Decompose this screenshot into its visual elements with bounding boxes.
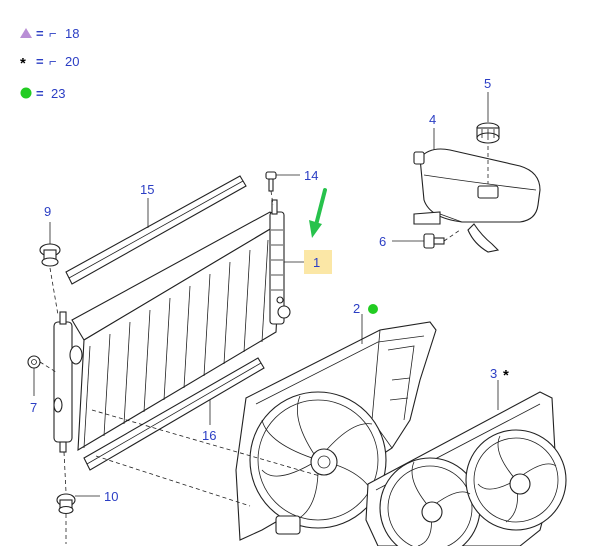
alignment-line (95, 455, 251, 507)
legend: = ⌐ 18 * = ⌐ 20 = 23 (20, 26, 79, 101)
callout-7: 7 (30, 400, 37, 415)
bolt-14 (265, 171, 300, 206)
bolt-6 (392, 229, 461, 249)
callout-6: 6 (379, 234, 386, 249)
insulator-9 (39, 222, 61, 316)
lower-seal-strip (83, 357, 265, 471)
twin-fan-shroud (365, 380, 567, 546)
bolt-7 (27, 355, 57, 396)
triangle-icon (20, 28, 32, 38)
legend-equals-3: = (36, 86, 44, 101)
fan-shroud (235, 314, 437, 541)
torque-icon: ⌐ (49, 54, 57, 69)
expansion-tank (413, 128, 541, 253)
callout-3: 3 (490, 366, 497, 381)
callout-1-highlight (304, 250, 332, 274)
radiator (53, 199, 304, 453)
legend-equals-2: = (36, 54, 44, 69)
green-arrow-icon (309, 188, 327, 238)
callout-15: 15 (140, 182, 154, 197)
legend-value-3: 23 (51, 86, 65, 101)
callout-14: 14 (304, 168, 318, 183)
legend-equals-1: = (36, 26, 44, 41)
asterisk-icon: * (20, 55, 26, 72)
dot-icon (20, 87, 32, 99)
callout-4: 4 (429, 112, 436, 127)
callout-16: 16 (202, 428, 216, 443)
legend-value-1: 18 (65, 26, 79, 41)
filler-cap (476, 92, 500, 144)
insulator-10 (56, 451, 100, 544)
callout-1: 1 (313, 255, 320, 270)
dot-icon (368, 304, 378, 314)
callout-5: 5 (484, 76, 491, 91)
upper-seal-strip (65, 175, 247, 285)
alignment-line (91, 409, 321, 477)
callout-2: 2 (353, 301, 360, 316)
legend-value-2: 20 (65, 54, 79, 69)
callout-9: 9 (44, 204, 51, 219)
callout-10: 10 (104, 489, 118, 504)
asterisk-icon: * (503, 367, 509, 384)
torque-icon: ⌐ (49, 26, 57, 41)
